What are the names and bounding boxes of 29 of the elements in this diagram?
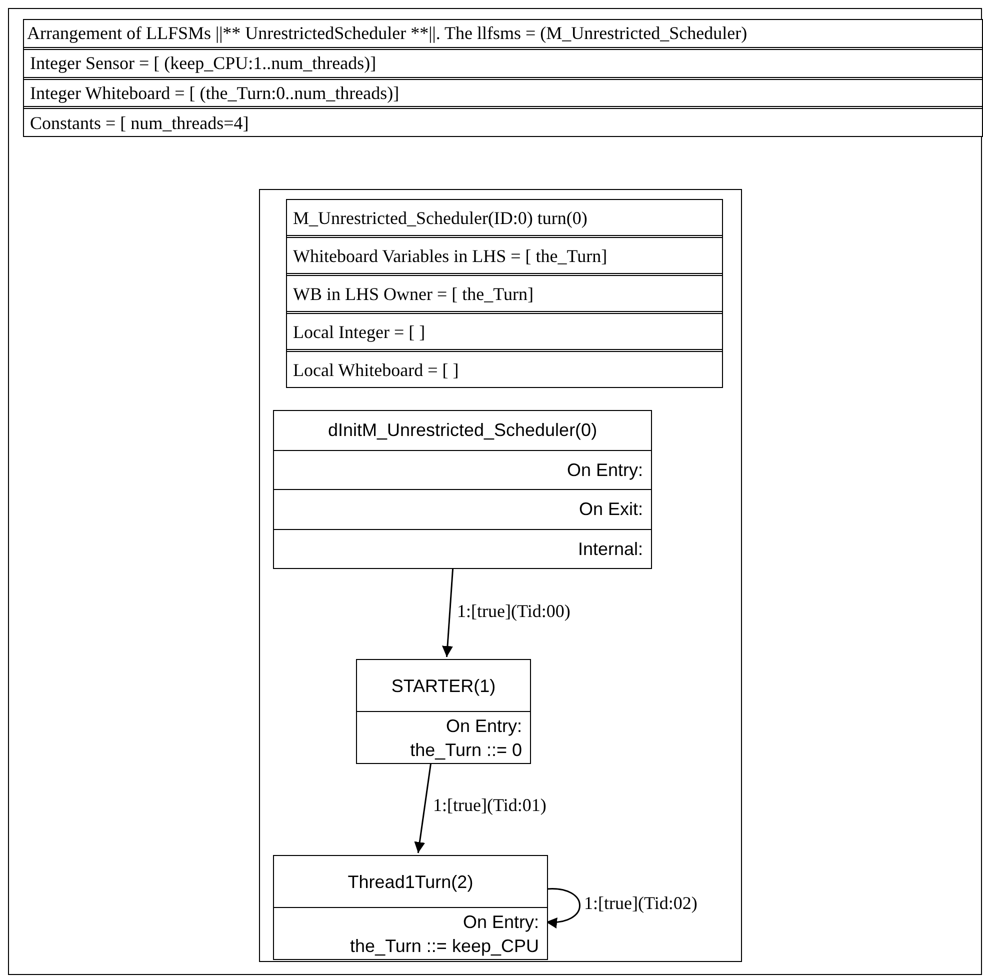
table-heading-text: M_Unrestricted_Scheduler(ID:0) turn(0)	[292, 206, 588, 230]
declaration-text: Integer Whiteboard = [ (the_Turn:0..num_threads)]	[24, 76, 982, 106]
declaration-text: Whiteboard Variables in LHS = [ the_Turn]	[287, 235, 722, 273]
state-action-text: On Entry:	[462, 910, 539, 934]
transition-arrow	[442, 566, 454, 658]
declaration-text: Integer Sensor = [ (keep_CPU:1..num_threads)]	[24, 46, 982, 76]
table-heading-text: Arrangement of LLFSMs ||** UnrestrictedScheduler **||. The llfsms = (M_Unrestricted_Scheduler)	[26, 22, 748, 46]
state-box	[273, 410, 652, 569]
declaration-text: Local Integer = [ ]	[287, 311, 722, 349]
state-action-text: the_Turn ::= keep_CPU	[350, 934, 539, 958]
declarations-table	[23, 19, 983, 137]
declaration-text: Local Whiteboard = [ ]	[287, 349, 722, 387]
diagram-frame	[8, 8, 982, 975]
declaration-text: Constants = [ num_threads=4]	[24, 106, 982, 136]
state-action-text: On Entry:	[566, 458, 643, 482]
state-action-text: the_Turn ::= 0	[410, 738, 522, 762]
state-action-text: On Entry:	[446, 714, 522, 738]
state-name: dInitM_Unrestricted_Scheduler(0)	[328, 419, 598, 442]
state-name: STARTER(1)	[391, 674, 496, 698]
state-action-text: On Exit:	[578, 498, 643, 522]
declaration-text: WB in LHS Owner = [ the_Turn]	[287, 273, 722, 311]
state-box	[273, 855, 548, 960]
transition-arrow	[414, 762, 432, 854]
machine-cluster	[259, 189, 742, 962]
state-box	[356, 659, 531, 764]
transition-arrow	[546, 888, 580, 928]
state-name: Thread1Turn(2)	[348, 870, 474, 894]
machine-info-table	[286, 199, 723, 388]
state-action-text: Internal:	[578, 538, 643, 561]
